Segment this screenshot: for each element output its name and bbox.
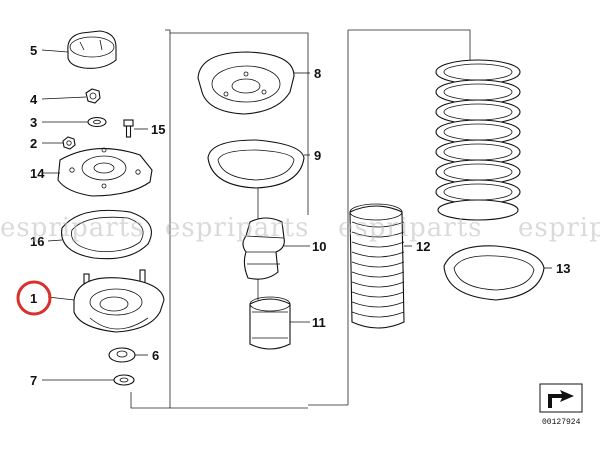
part-1-strut-mount xyxy=(73,269,165,333)
part-4-nut xyxy=(85,88,101,104)
callout-10: 10 xyxy=(312,239,326,254)
assembly-bracket-mid xyxy=(170,32,309,215)
highlight-circle xyxy=(16,280,52,316)
callout-2: 2 xyxy=(30,136,37,151)
watermark-text-3: espriparts xyxy=(338,213,482,243)
callout-3: 3 xyxy=(30,115,37,130)
watermark-text-2: espriparts xyxy=(165,213,309,243)
callout-8: 8 xyxy=(314,66,321,81)
callout-13: 13 xyxy=(556,261,570,276)
watermark-text-4: esprip xyxy=(518,213,600,243)
part-3-washer xyxy=(87,116,107,128)
reference-number: 00127924 xyxy=(542,418,581,427)
callout-11: 11 xyxy=(312,315,326,330)
part-15-bolt xyxy=(123,119,134,138)
part-9-rubber-ring xyxy=(207,139,305,189)
callout-4: 4 xyxy=(30,92,38,107)
arrow-icon xyxy=(548,390,574,408)
callout-1: 1 xyxy=(30,291,37,306)
part-11-sleeve xyxy=(249,296,291,350)
callout-5: 5 xyxy=(30,43,37,58)
part-14-plate xyxy=(57,147,153,197)
watermark-text-1: espriparts xyxy=(0,213,144,243)
part-16-gasket xyxy=(61,209,152,260)
part-12-bellows xyxy=(349,203,405,329)
assembly-bracket-right xyxy=(348,29,471,60)
part-13-spring-pad xyxy=(443,245,545,301)
part-7-ring xyxy=(113,374,135,386)
callout-12: 12 xyxy=(416,239,430,254)
reference-badge xyxy=(539,383,583,413)
part-10-bump-stop xyxy=(242,217,285,280)
callout-16: 16 xyxy=(30,234,44,249)
part-2-nut xyxy=(62,136,76,150)
part-8-spring-seat xyxy=(197,51,295,115)
part-5-cap xyxy=(67,30,117,69)
coil-spring xyxy=(435,59,521,221)
callout-9: 9 xyxy=(314,148,321,163)
callout-7: 7 xyxy=(30,373,37,388)
callout-6: 6 xyxy=(152,348,159,363)
callout-14: 14 xyxy=(30,166,45,181)
callout-15: 15 xyxy=(151,122,165,137)
part-6-seal xyxy=(108,347,136,363)
